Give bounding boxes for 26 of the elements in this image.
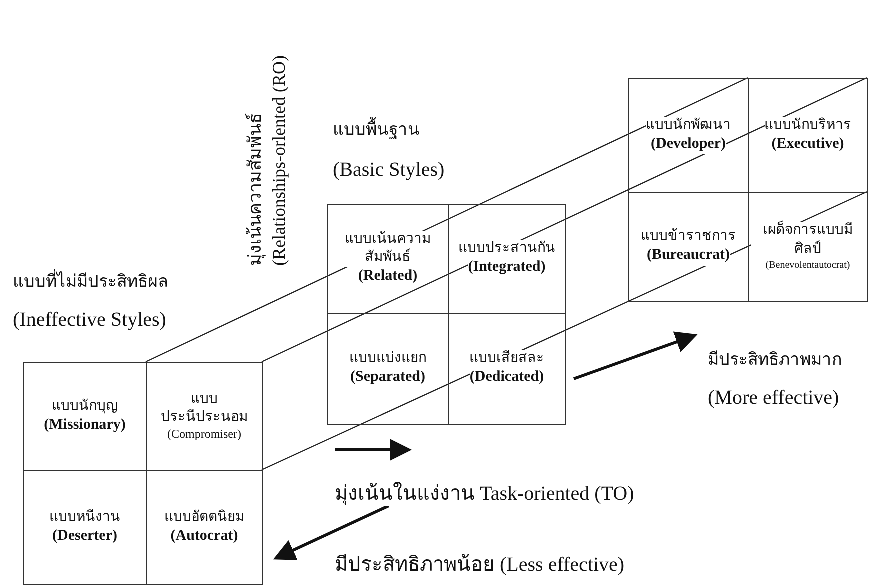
style-cell: [748, 78, 868, 193]
axis-label: มุ่งเน้นในแง่งาน Task-oriented (TO): [335, 482, 634, 506]
style-cell: [146, 362, 263, 471]
style-cell: [628, 78, 749, 193]
axis-label: มุ่งเน้นความสัมพันธ์ (Relationships-orlented (RO): [244, 54, 290, 266]
style-cell: [23, 362, 147, 471]
style-name-english: (Bureaucrat): [646, 246, 730, 266]
style-cell: [23, 470, 147, 585]
style-cell: [327, 204, 449, 314]
style-name-english: (Compromiser): [168, 426, 242, 442]
style-cell: [748, 192, 868, 302]
style-cell: [448, 313, 566, 425]
axis-label: มีประสิทธิภาพน้อย (Less effective): [335, 553, 625, 577]
style-cell: [448, 204, 566, 314]
style-name: แบบประสานกัน: [458, 240, 556, 258]
style-name-english: (Executive): [772, 134, 844, 154]
style-name: แบบเสียสละ: [470, 350, 544, 368]
style-cell: [146, 470, 263, 585]
style-cell: [327, 313, 449, 425]
style-name-english: (Benevolentautocrat): [766, 258, 850, 272]
style-name: แบบนักบุญ: [52, 398, 118, 416]
style-name-english: (Autocrat): [170, 526, 238, 546]
style-cell: [628, 192, 749, 302]
style-name-english: (Missionary): [44, 416, 126, 436]
style-name-english: (Developer): [651, 134, 726, 154]
style-name-english: (Deserter): [52, 526, 118, 546]
